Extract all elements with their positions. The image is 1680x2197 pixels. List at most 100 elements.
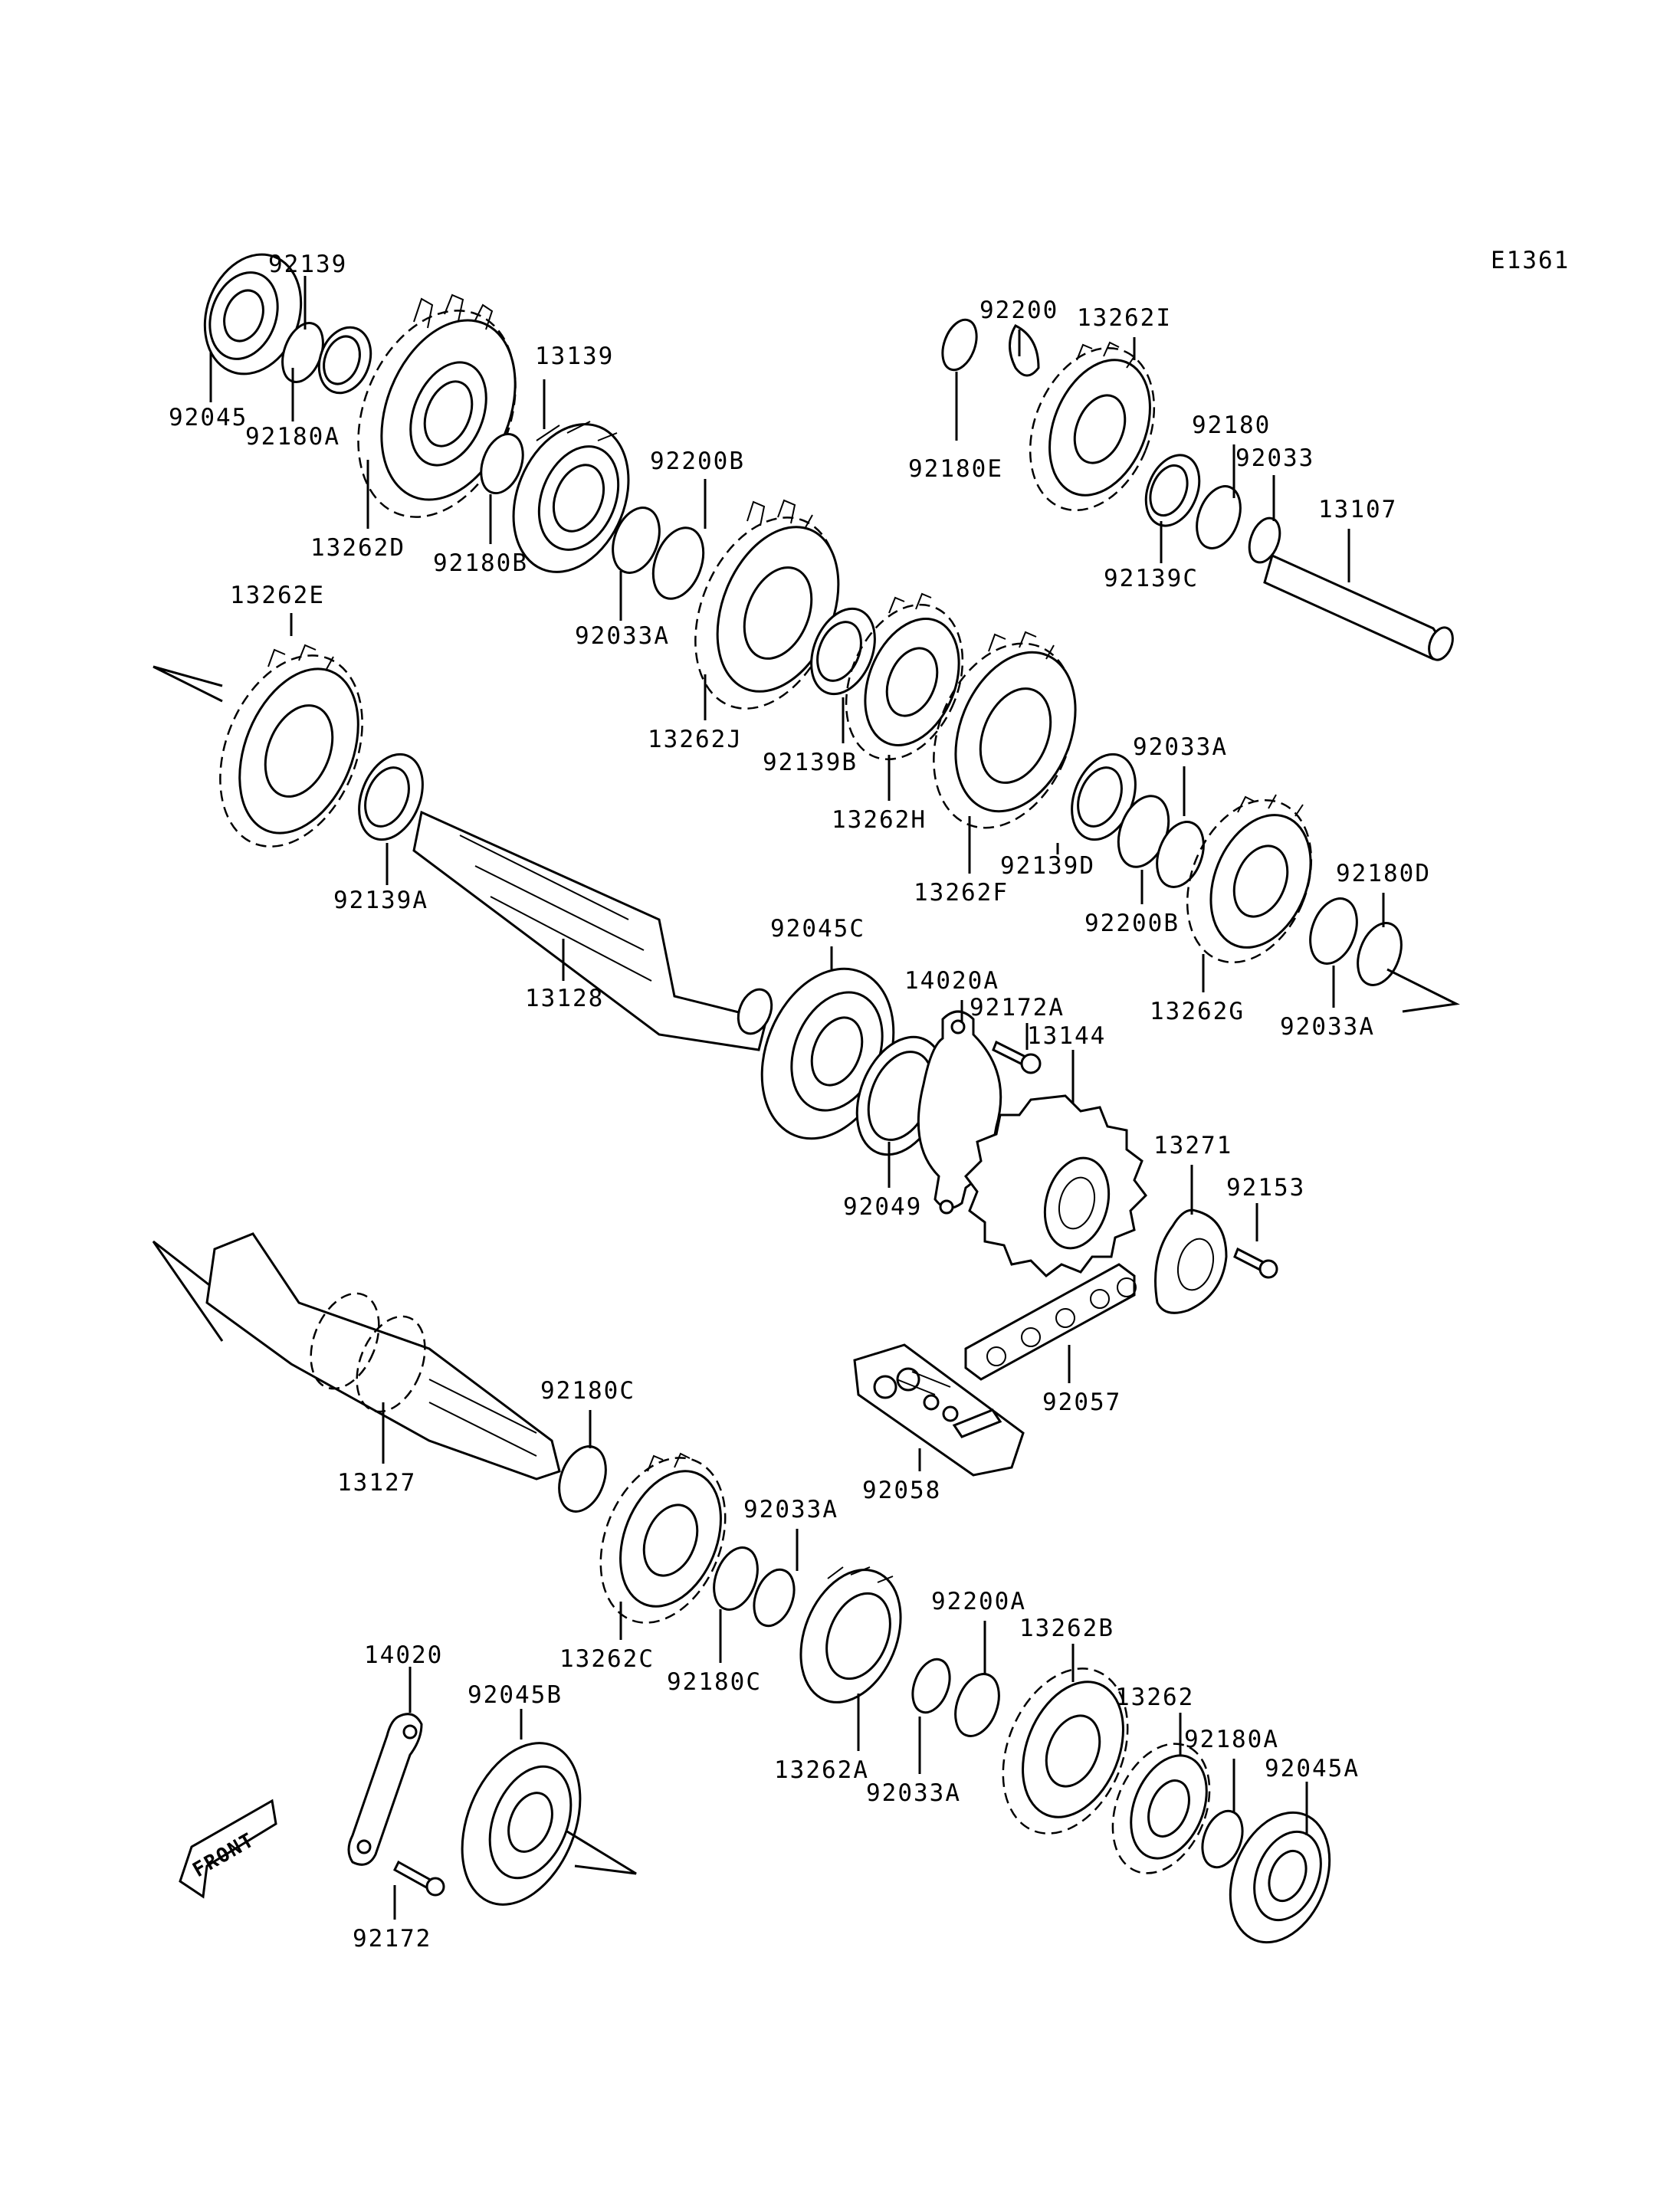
gear-13262D — [357, 293, 517, 518]
gear-13262I — [1029, 341, 1156, 512]
gear-13262A — [799, 1566, 902, 1703]
part-label-92200A: 92200A — [931, 1588, 1026, 1615]
part-label-13262D: 13262D — [310, 534, 405, 562]
gear-13262E — [219, 644, 363, 848]
shaft-13128 — [412, 810, 773, 1051]
washer-92200B — [651, 526, 705, 600]
part-label-92172: 92172 — [353, 1925, 431, 1953]
part-label-13262I: 13262I — [1077, 304, 1172, 332]
part-label-13262G: 13262G — [1150, 998, 1245, 1025]
gear-13262C — [599, 1452, 727, 1624]
part-label-92057: 92057 — [1042, 1389, 1121, 1416]
part-label-92045: 92045 — [169, 404, 248, 431]
part-label-13271: 13271 — [1153, 1132, 1232, 1159]
part-label-13127: 13127 — [337, 1469, 416, 1497]
arrow-right-upper — [1386, 968, 1460, 1013]
part-label-13107: 13107 — [1318, 496, 1397, 523]
gear-13262 — [1111, 1743, 1211, 1874]
part-label-13262J: 13262J — [648, 726, 743, 753]
bolt-92153 — [1233, 1247, 1278, 1279]
bearing-92045 — [203, 253, 303, 375]
bearing-92045A — [1229, 1811, 1331, 1944]
washer-92180C-2 — [713, 1546, 759, 1611]
part-label-92033A-5: 92033A — [866, 1779, 961, 1807]
part-label-92033A: 92033A — [575, 622, 670, 650]
front-arrow: FRONT — [179, 1799, 277, 1899]
part-label-92045A: 92045A — [1265, 1755, 1360, 1782]
part-label-14020A: 14020A — [904, 967, 999, 995]
shaft-13107 — [1263, 553, 1454, 661]
part-label-92033A-3: 92033A — [1280, 1013, 1375, 1041]
part-label-92200B: 92200B — [650, 448, 745, 475]
needle-bearing-92139 — [317, 326, 372, 395]
part-label-92033: 92033 — [1235, 444, 1314, 472]
circlip-92033A-4 — [753, 1568, 796, 1628]
lock-plate-13271 — [1154, 1208, 1228, 1314]
part-label-92139: 92139 — [268, 251, 347, 278]
part-label-92180A-2: 92180A — [1184, 1726, 1279, 1753]
part-label-13139: 13139 — [535, 343, 614, 370]
sprocket-13144 — [964, 1094, 1147, 1277]
gear-13262F — [933, 631, 1077, 829]
washer-92180E — [941, 318, 978, 372]
shaft-13127 — [205, 1232, 561, 1481]
washer-92200A — [954, 1673, 1000, 1737]
gear-13262J — [694, 499, 840, 710]
leader-lines — [209, 276, 1385, 1920]
part-label-14020: 14020 — [364, 1641, 443, 1669]
part-label-92180: 92180 — [1192, 412, 1271, 439]
part-label-13262: 13262 — [1115, 1684, 1194, 1711]
part-label-13262F: 13262F — [914, 879, 1009, 907]
circlip-92033 — [1248, 516, 1281, 564]
circlip-92033A — [612, 507, 661, 574]
arrow-left-upper — [153, 665, 223, 703]
part-label-92180E: 92180E — [908, 455, 1003, 483]
arrow-right-lower — [566, 1830, 637, 1875]
circlip-92033A-3 — [1309, 897, 1358, 965]
washer-92180D — [1357, 922, 1403, 986]
part-label-92200: 92200 — [979, 297, 1058, 324]
part-label-13262B: 13262B — [1019, 1615, 1114, 1642]
part-label-92033A-4: 92033A — [743, 1496, 838, 1523]
gear-13139 — [512, 421, 630, 573]
part-label-92139D: 92139D — [1000, 852, 1095, 880]
part-label-92033A-2: 92033A — [1133, 733, 1228, 761]
washer-92200 — [1009, 324, 1040, 377]
part-label-92180D: 92180D — [1336, 860, 1431, 887]
bearing-92045B — [461, 1742, 582, 1906]
gear-13262B — [1002, 1667, 1129, 1835]
needle-bearing-92139A — [358, 753, 424, 841]
part-label-92045C: 92045C — [770, 915, 865, 943]
plate-14020 — [347, 1713, 423, 1866]
part-label-13262A: 13262A — [774, 1756, 869, 1784]
part-label-92139A: 92139A — [333, 887, 428, 914]
part-label-92058: 92058 — [862, 1477, 941, 1504]
part-label-92153: 92153 — [1226, 1174, 1305, 1202]
master-link-92058 — [853, 1343, 1025, 1477]
screw-92172 — [393, 1860, 445, 1897]
gear-13262H — [845, 592, 964, 761]
part-label-13262E: 13262E — [230, 582, 325, 609]
part-label-92139B: 92139B — [763, 749, 858, 776]
part-label-92180C: 92180C — [540, 1377, 635, 1405]
part-label-13262C: 13262C — [559, 1645, 655, 1673]
sleeve-92139C — [1144, 454, 1201, 527]
washer-92180 — [1196, 485, 1242, 549]
screw-92172A — [992, 1040, 1042, 1074]
part-label-92049: 92049 — [843, 1193, 922, 1221]
circlip-92033A-5 — [911, 1658, 951, 1714]
part-label-92200B-2: 92200B — [1084, 910, 1180, 937]
gear-13262G — [1186, 794, 1313, 964]
washer-92180B — [480, 432, 524, 495]
part-label-92180B: 92180B — [433, 549, 528, 577]
part-label-13128: 13128 — [525, 985, 604, 1012]
diagram-code: E1361 — [1491, 247, 1570, 274]
part-label-92139C: 92139C — [1104, 565, 1199, 592]
part-label-92180A: 92180A — [245, 423, 340, 451]
needle-bearing-92139B — [810, 607, 876, 696]
chain-92057 — [964, 1263, 1137, 1381]
arrow-left-lower — [152, 1240, 224, 1342]
part-label-13262H: 13262H — [832, 806, 927, 834]
part-label-92045B: 92045B — [468, 1681, 563, 1709]
